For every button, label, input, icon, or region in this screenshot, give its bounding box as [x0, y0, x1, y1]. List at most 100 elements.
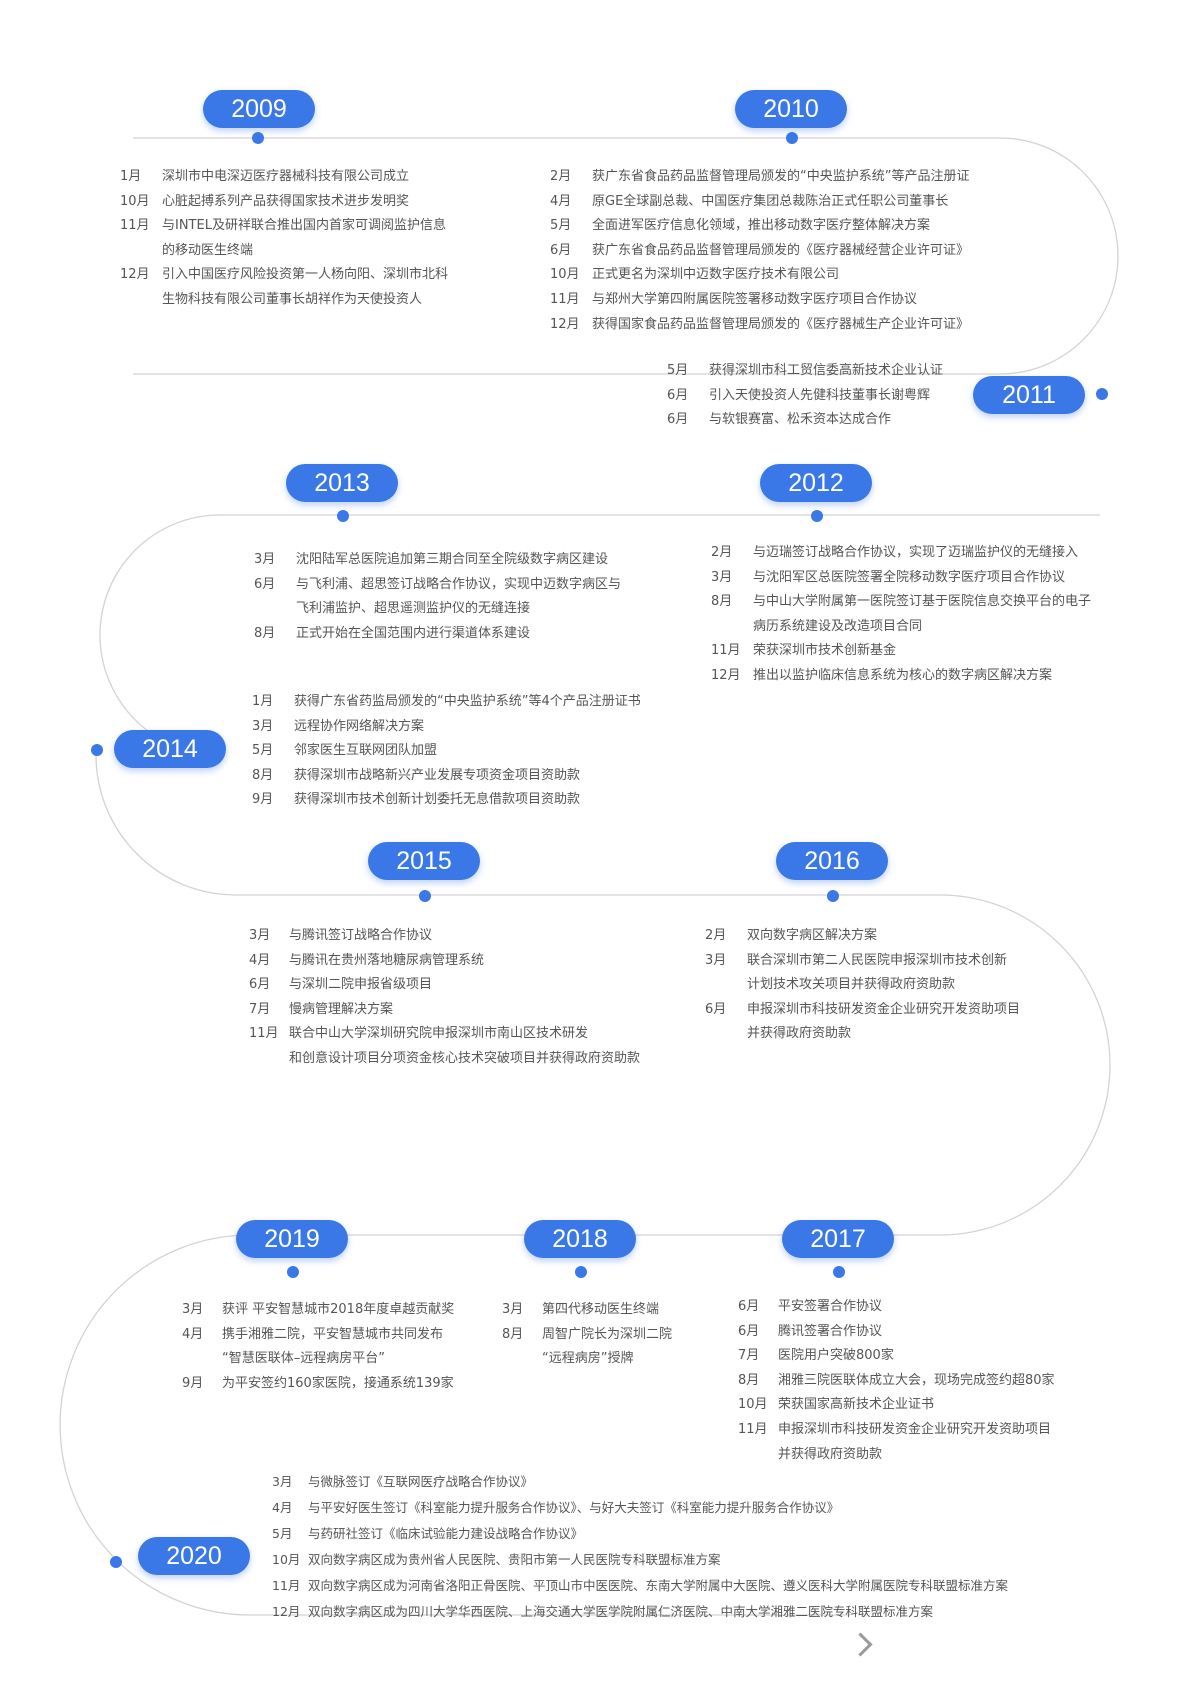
- event-row: 4月原GE全球副总裁、中国医疗集团总裁陈治正式任职公司董事长: [550, 190, 969, 215]
- event-month: 10月: [272, 1552, 301, 1567]
- event-row: 6月与软银赛富、松禾资本达成合作: [667, 408, 943, 433]
- event-month: 2月: [550, 169, 572, 184]
- event-month: 3月: [705, 952, 727, 968]
- event-row: 9月获得深圳市技术创新计划委托无息借款项目资助款: [252, 788, 641, 813]
- event-month: 4月: [182, 1326, 204, 1342]
- year-2017-badge: 2017: [782, 1220, 894, 1258]
- event-text: 与深圳二院申报省级项目: [289, 977, 433, 993]
- event-month: 2月: [711, 545, 733, 560]
- event-row: 2月与迈瑞签订战略合作协议，实现了迈瑞监护仪的无缝接入: [711, 541, 1091, 566]
- event-row: 11月与郑州大学第四附属医院签署移动数字医疗项目合作协议: [550, 288, 969, 313]
- event-row: 10月心脏起搏系列产品获得国家技术进步发明奖: [120, 190, 448, 215]
- event-month: 10月: [738, 1397, 768, 1413]
- event-text: 获得深圳市技术创新计划委托无息借款项目资助款: [294, 792, 581, 808]
- event-row: 3月 联合深圳市第二人民医院申报深圳市技术创新: [705, 949, 1020, 974]
- event-row: 8月获得深圳市战略新兴产业发展专项资金项目资助款: [252, 764, 641, 789]
- event-text: 计划技术攻关项目并获得政府资助款: [747, 977, 956, 993]
- event-row: 生物科技有限公司董事长胡祥作为天使投资人: [120, 288, 448, 313]
- event-text: 申报深圳市科技研发资金企业研究开发资助项目: [778, 1421, 1052, 1437]
- event-month: 6月: [550, 242, 572, 258]
- events-2011: 5月获得深圳市科工贸信委高新技术企业认证 6月引入天使投资人先健科技董事长谢粤辉…: [667, 359, 943, 433]
- event-row: “智慧医联体–远程病房平台”: [182, 1347, 454, 1372]
- event-text: 联合中山大学深圳研究院申报深圳市南山区技术研发: [289, 1026, 589, 1042]
- timeline-dot-2009: [252, 132, 264, 144]
- event-row: 11月荣获深圳市技术创新基金: [711, 639, 1091, 664]
- event-row: 11月申报深圳市科技研发资金企业研究开发资助项目: [738, 1418, 1055, 1443]
- event-row: 6月 平安签署合作协议: [738, 1295, 1055, 1320]
- year-2016-badge: 2016: [776, 842, 888, 880]
- event-row: 7月 医院用户突破800家: [738, 1344, 1055, 1369]
- event-text: 联合深圳市第二人民医院申报深圳市技术创新: [747, 952, 1008, 968]
- event-month: 8月: [502, 1326, 524, 1342]
- event-row: 8月正式开始在全国范围内进行渠道体系建设: [254, 622, 621, 647]
- events-2012: 2月与迈瑞签订战略合作协议，实现了迈瑞监护仪的无缝接入 3月与沈阳军区总医院签署…: [711, 541, 1091, 689]
- event-month: 7月: [738, 1348, 760, 1364]
- event-month: 11月: [550, 291, 580, 307]
- event-month: 2月: [705, 928, 727, 943]
- event-row: 4月与平安好医生签订《科室能力提升服务合作协议》、与好大夫签订《科室能力提升服务…: [272, 1495, 1008, 1521]
- event-text: 荣获深圳市技术创新基金: [753, 643, 897, 659]
- timeline-dot-2011: [1096, 388, 1108, 400]
- event-text: 与中山大学附属第一医院签订基于医院信息交换平台的电子: [753, 594, 1092, 610]
- event-text: 获评 平安智慧城市2018年度卓越贡献奖: [222, 1302, 455, 1317]
- event-month: 10月: [120, 193, 150, 209]
- event-row: 8月 湘雅三院医联体成立大会，现场完成签约超80家: [738, 1369, 1055, 1394]
- event-row: 4月携手湘雅二院，平安智慧城市共同发布: [182, 1323, 454, 1348]
- event-row: 12月双向数字病区成为四川大学华西医院、上海交通大学医学院附属仁济医院、中南大学…: [272, 1599, 1008, 1625]
- event-text: 医院用户突破800家: [778, 1348, 894, 1364]
- event-month: 6月: [667, 387, 689, 403]
- event-month: 11月: [249, 1026, 279, 1042]
- event-row: 1月深圳市中电深迈医疗器械科技有限公司成立: [120, 165, 448, 190]
- event-month: 8月: [738, 1372, 760, 1388]
- events-2017: 6月平安签署合作协议 6月腾讯签署合作协议 7月医院用户突破800家 8月湘雅三…: [738, 1295, 1055, 1467]
- event-row: 10月正式更名为深圳中迈数字医疗技术有限公司: [550, 263, 969, 288]
- events-2009: 1月深圳市中电深迈医疗器械科技有限公司成立 10月心脏起搏系列产品获得国家技术进…: [120, 165, 448, 313]
- event-month: 1月: [252, 694, 274, 709]
- event-text: 平安签署合作协议: [778, 1299, 883, 1314]
- event-text: 与沈阳军区总医院签署全院移动数字医疗项目合作协议: [753, 569, 1066, 585]
- event-row: 12月推出以监护临床信息系统为核心的数字病区解决方案: [711, 664, 1091, 689]
- events-2014: 1月 获得广东省药监局颁发的“中央监护系统”等4个产品注册证书 3月 远程协作网络解…: [252, 690, 641, 813]
- event-row: 10月双向数字病区成为贵州省人民医院、贵阳市第一人民医院专科联盟标准方案: [272, 1547, 1008, 1573]
- event-month: 7月: [249, 1001, 271, 1017]
- year-2020-badge: 2020: [138, 1537, 250, 1575]
- event-text: 远程协作网络解决方案: [294, 718, 425, 734]
- event-month: 5月: [252, 743, 274, 759]
- event-text: 双向数字病区成为四川大学华西医院、上海交通大学医学院附属仁济医院、中南大学湘雅二…: [308, 1604, 934, 1619]
- event-text: “远程病房”授牌: [542, 1351, 634, 1367]
- event-text: 荣获国家高新技术企业证书: [778, 1397, 935, 1413]
- event-month: 10月: [550, 267, 580, 283]
- event-month: 11月: [120, 218, 150, 234]
- event-text: 全面进军医疗信息化领域，推出移动数字医疗整体解决方案: [592, 218, 931, 234]
- event-text: 获得广东省药监局颁发的“中央监护系统”等4个产品注册证书: [294, 694, 641, 709]
- event-month: 5月: [272, 1526, 293, 1541]
- event-month: 4月: [272, 1500, 293, 1515]
- event-text: 和创意设计项目分项资金核心技术突破项目并获得政府资助款: [289, 1050, 641, 1066]
- event-row: 6月与深圳二院申报省级项目: [249, 973, 640, 998]
- event-text: 病历系统建设及改造项目合同: [753, 618, 923, 634]
- event-text: 沈阳陆军总医院追加第三期合同至全院级数字病区建设: [296, 552, 609, 567]
- event-month: 11月: [711, 643, 741, 659]
- event-text: 为平安签约160家医院，接通系统139家: [222, 1375, 454, 1391]
- event-row: 6月申报深圳市科技研发资金企业研究开发资助项目: [705, 998, 1020, 1023]
- event-text: 引入天使投资人先健科技董事长谢粤辉: [709, 387, 931, 403]
- timeline-dot-2013: [337, 510, 349, 522]
- event-text: 生物科技有限公司董事长胡祥作为天使投资人: [162, 291, 423, 307]
- event-text: 慢病管理解决方案: [289, 1001, 394, 1017]
- event-row: 8月周智广院长为深圳二院: [502, 1323, 672, 1348]
- event-text: 湘雅三院医联体成立大会，现场完成签约超80家: [778, 1372, 1055, 1388]
- event-row: 6月与飞利浦、超思签订战略合作协议，实现中迈数字病区与: [254, 573, 621, 598]
- event-row: 11月与INTEL及研祥联合推出国内首家可调阅监护信息: [120, 214, 448, 239]
- event-row: 3月第四代移动医生终端: [502, 1298, 672, 1323]
- events-2016: 2月双向数字病区解决方案 3月联合深圳市第二人民医院申报深圳市技术创新 计划技术…: [705, 924, 1020, 1047]
- event-text: 申报深圳市科技研发资金企业研究开发资助项目: [747, 1001, 1021, 1017]
- event-month: 3月: [252, 718, 274, 734]
- year-2015-badge: 2015: [368, 842, 480, 880]
- event-month: 6月: [738, 1299, 760, 1314]
- timeline-dot-2010: [786, 132, 798, 144]
- event-row: 5月全面进军医疗信息化领域，推出移动数字医疗整体解决方案: [550, 214, 969, 239]
- event-text: 原GE全球副总裁、中国医疗集团总裁陈治正式任职公司董事长: [592, 193, 949, 209]
- event-row: 6月获广东省食品药品监督管理局颁发的《医疗器械经营企业许可证》: [550, 239, 969, 264]
- event-text: 双向数字病区成为河南省洛阳正骨医院、平顶山市中医医院、东南大学附属中大医院、遵义…: [308, 1578, 1009, 1593]
- event-text: 心脏起搏系列产品获得国家技术进步发明奖: [162, 193, 410, 209]
